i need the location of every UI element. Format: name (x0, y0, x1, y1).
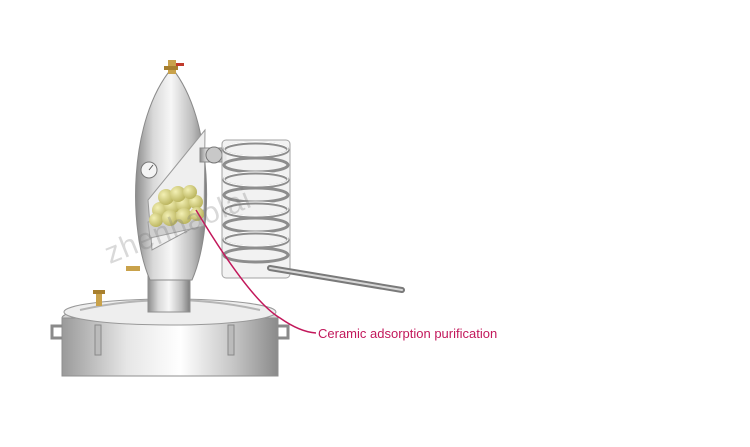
thermometer-gauge-icon (140, 161, 158, 179)
condenser-connector (199, 146, 227, 164)
callout-leader-line (195, 209, 317, 334)
condenser-coil (221, 139, 405, 293)
boiler-pot (50, 290, 290, 377)
ceramic-adsorption-callout: Ceramic adsorption purification (318, 326, 498, 341)
ceramic-balls (149, 185, 204, 227)
distillation-column (126, 60, 208, 281)
